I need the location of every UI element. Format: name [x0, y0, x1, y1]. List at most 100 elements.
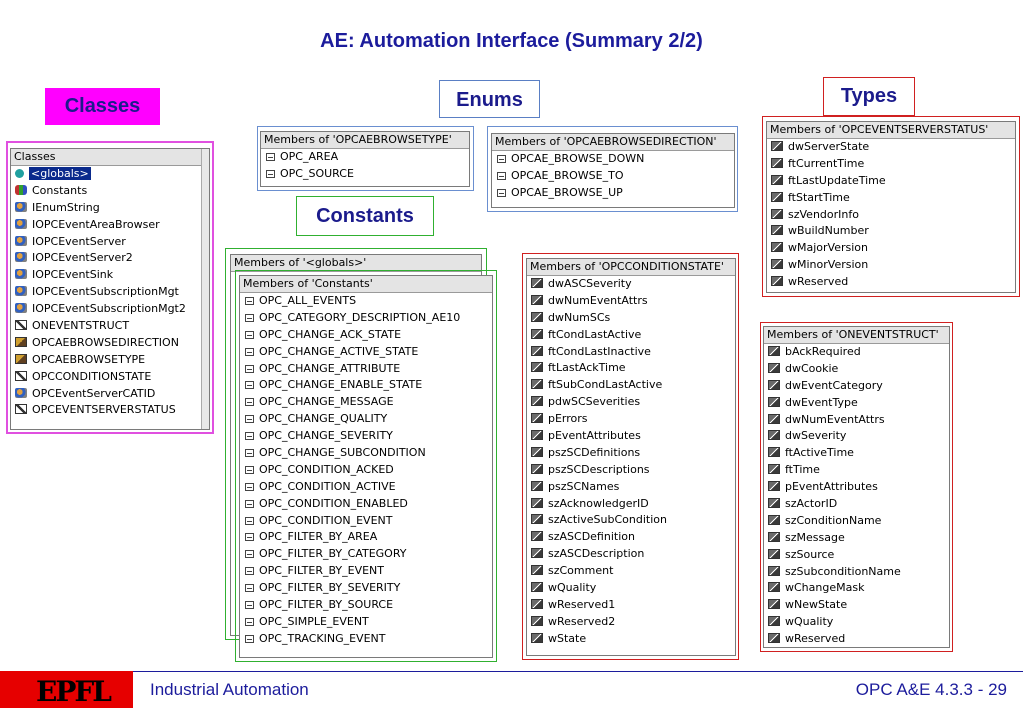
- class-list-item[interactable]: IOPCEventServer: [11, 234, 209, 251]
- type-member-item[interactable]: ftStartTime: [767, 190, 1015, 207]
- type-member-item[interactable]: wQuality: [764, 614, 949, 631]
- class-list-item[interactable]: IOPCEventServer2: [11, 250, 209, 267]
- type-member-item[interactable]: pszSCDescriptions: [527, 462, 735, 479]
- type-member-item[interactable]: szASCDefinition: [527, 529, 735, 546]
- type-member-item[interactable]: dwServerState: [767, 139, 1015, 156]
- type-member-item[interactable]: pErrors: [527, 411, 735, 428]
- type-member-item[interactable]: dwASCSeverity: [527, 276, 735, 293]
- enum-member-item[interactable]: OPCAE_BROWSE_TO: [492, 168, 734, 185]
- enum-member-item[interactable]: OPCAE_BROWSE_DOWN: [492, 151, 734, 168]
- type-member-item[interactable]: wQuality: [527, 580, 735, 597]
- constant-member-item[interactable]: OPC_CHANGE_ENABLE_STATE: [240, 377, 492, 394]
- class-list-item[interactable]: IOPCEventSubscriptionMgt: [11, 284, 209, 301]
- conditionstate-list[interactable]: Members of 'OPCCONDITIONSTATE' dwASCSeve…: [526, 258, 736, 656]
- constant-member-item[interactable]: OPC_CATEGORY_DESCRIPTION_AE10: [240, 310, 492, 327]
- type-member-item[interactable]: szSubconditionName: [764, 564, 949, 581]
- type-member-item[interactable]: dwNumEventAttrs: [527, 293, 735, 310]
- enum-member-item[interactable]: OPC_SOURCE: [261, 166, 469, 183]
- class-list-item[interactable]: OPCAEBROWSEDIRECTION: [11, 335, 209, 352]
- serverstatus-list[interactable]: Members of 'OPCEVENTSERVERSTATUS' dwServ…: [766, 121, 1016, 293]
- constant-member-item[interactable]: OPC_TRACKING_EVENT: [240, 631, 492, 648]
- class-list-item[interactable]: IOPCEventAreaBrowser: [11, 217, 209, 234]
- type-member-item[interactable]: bAckRequired: [764, 344, 949, 361]
- class-list-item[interactable]: OPCEventServerCATID: [11, 386, 209, 403]
- type-member-item[interactable]: pszSCDefinitions: [527, 445, 735, 462]
- constant-member-item[interactable]: OPC_CHANGE_MESSAGE: [240, 394, 492, 411]
- class-list-item[interactable]: IOPCEventSubscriptionMgt2: [11, 301, 209, 318]
- type-member-item[interactable]: szASCDescription: [527, 546, 735, 563]
- type-member-item[interactable]: dwEventCategory: [764, 378, 949, 395]
- class-list-item-label: OPCCONDITIONSTATE: [32, 369, 152, 383]
- type-member-item[interactable]: wBuildNumber: [767, 223, 1015, 240]
- browsedirection-list[interactable]: Members of 'OPCAEBROWSEDIRECTION' OPCAE_…: [491, 133, 735, 208]
- type-member-item[interactable]: pEventAttributes: [764, 479, 949, 496]
- class-list-item[interactable]: IEnumString: [11, 200, 209, 217]
- constant-member-item[interactable]: OPC_CONDITION_ENABLED: [240, 496, 492, 513]
- constant-member-item[interactable]: OPC_CHANGE_QUALITY: [240, 411, 492, 428]
- type-member-item[interactable]: szAcknowledgerID: [527, 496, 735, 513]
- type-member-item[interactable]: szSource: [764, 547, 949, 564]
- property-icon: [531, 480, 543, 491]
- constant-member-item[interactable]: OPC_CONDITION_ACTIVE: [240, 479, 492, 496]
- enum-member-item[interactable]: OPC_AREA: [261, 149, 469, 166]
- constant-member-item[interactable]: OPC_CONDITION_ACKED: [240, 462, 492, 479]
- constant-member-item[interactable]: OPC_CHANGE_SUBCONDITION: [240, 445, 492, 462]
- class-list-item[interactable]: IOPCEventSink: [11, 267, 209, 284]
- constant-member-item[interactable]: OPC_FILTER_BY_AREA: [240, 529, 492, 546]
- type-member-item[interactable]: wNewState: [764, 597, 949, 614]
- type-member-item[interactable]: wState: [527, 631, 735, 648]
- type-member-item[interactable]: pdwSCSeverities: [527, 394, 735, 411]
- type-member-item[interactable]: ftCondLastActive: [527, 327, 735, 344]
- type-member-item[interactable]: wMinorVersion: [767, 257, 1015, 274]
- type-member-item[interactable]: wChangeMask: [764, 580, 949, 597]
- type-member-item[interactable]: wReserved: [767, 274, 1015, 291]
- type-member-item[interactable]: wReserved1: [527, 597, 735, 614]
- type-member-item[interactable]: dwNumSCs: [527, 310, 735, 327]
- class-list-item[interactable]: ONEVENTSTRUCT: [11, 318, 209, 335]
- type-member-item[interactable]: dwCookie: [764, 361, 949, 378]
- type-member-item[interactable]: ftTime: [764, 462, 949, 479]
- class-list-item[interactable]: <globals>: [11, 166, 209, 183]
- class-list-item[interactable]: OPCEVENTSERVERSTATUS: [11, 402, 209, 419]
- constant-member-item[interactable]: OPC_FILTER_BY_EVENT: [240, 563, 492, 580]
- constant-member-item[interactable]: OPC_CHANGE_ACK_STATE: [240, 327, 492, 344]
- type-member-item[interactable]: pEventAttributes: [527, 428, 735, 445]
- enum-member-item[interactable]: OPCAE_BROWSE_UP: [492, 185, 734, 202]
- type-member-item[interactable]: ftLastAckTime: [527, 360, 735, 377]
- constant-member-item[interactable]: OPC_CHANGE_ATTRIBUTE: [240, 361, 492, 378]
- type-member-item[interactable]: szMessage: [764, 530, 949, 547]
- constant-member-item[interactable]: OPC_ALL_EVENTS: [240, 293, 492, 310]
- type-member-item[interactable]: ftCondLastInactive: [527, 344, 735, 361]
- type-member-item[interactable]: szConditionName: [764, 513, 949, 530]
- type-member-item[interactable]: wReserved: [764, 631, 949, 647]
- constant-member-item[interactable]: OPC_CONDITION_EVENT: [240, 513, 492, 530]
- type-member-item[interactable]: wReserved2: [527, 614, 735, 631]
- constant-member-item[interactable]: OPC_CHANGE_SEVERITY: [240, 428, 492, 445]
- type-member-item[interactable]: szComment: [527, 563, 735, 580]
- type-member-item[interactable]: ftSubCondLastActive: [527, 377, 735, 394]
- class-list-item[interactable]: Constants: [11, 183, 209, 200]
- constant-member-item[interactable]: OPC_FILTER_BY_SOURCE: [240, 597, 492, 614]
- classes-scrollbar[interactable]: [201, 149, 209, 429]
- type-member-item[interactable]: szActiveSubCondition: [527, 512, 735, 529]
- type-member-item[interactable]: ftLastUpdateTime: [767, 173, 1015, 190]
- constant-member-item[interactable]: OPC_CHANGE_ACTIVE_STATE: [240, 344, 492, 361]
- type-member-item[interactable]: pszSCNames: [527, 479, 735, 496]
- type-member-item[interactable]: szVendorInfo: [767, 207, 1015, 224]
- type-member-item[interactable]: ftCurrentTime: [767, 156, 1015, 173]
- constant-member-item[interactable]: OPC_FILTER_BY_CATEGORY: [240, 546, 492, 563]
- class-list-item[interactable]: OPCAEBROWSETYPE: [11, 352, 209, 369]
- type-member-item[interactable]: ftActiveTime: [764, 445, 949, 462]
- type-member-item[interactable]: szActorID: [764, 496, 949, 513]
- constant-member-item[interactable]: OPC_SIMPLE_EVENT: [240, 614, 492, 631]
- type-member-item[interactable]: dwEventType: [764, 395, 949, 412]
- constant-member-item[interactable]: OPC_FILTER_BY_SEVERITY: [240, 580, 492, 597]
- type-member-item[interactable]: wMajorVersion: [767, 240, 1015, 257]
- type-member-item[interactable]: dwSeverity: [764, 428, 949, 445]
- type-member-item[interactable]: dwNumEventAttrs: [764, 412, 949, 429]
- class-list-item[interactable]: OPCCONDITIONSTATE: [11, 369, 209, 386]
